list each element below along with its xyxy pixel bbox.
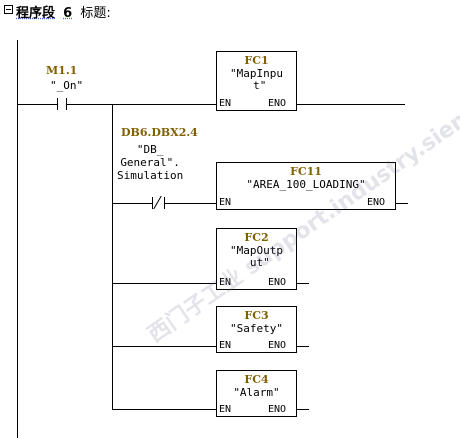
fc4-input-wire bbox=[112, 409, 216, 410]
fc1-output-wire bbox=[297, 104, 405, 105]
contact-m1-1-left-bar[interactable] bbox=[57, 98, 58, 110]
fc11-en-pin: EN bbox=[219, 197, 232, 208]
fc1-en-pin: EN bbox=[219, 98, 232, 109]
fc1-eno-pin: ENO bbox=[267, 98, 286, 109]
fc11-name: FC11 bbox=[290, 165, 322, 178]
contact-m1-1-symbol: "_On" bbox=[50, 79, 84, 92]
contact-db6-slash bbox=[153, 195, 162, 210]
branch-wire-vertical bbox=[112, 104, 113, 410]
watermark: 西门子工业 support.industry.siemens bbox=[143, 78, 460, 348]
power-rail bbox=[17, 40, 18, 438]
rung-wire-main-right bbox=[66, 104, 216, 105]
title-label: 标题: bbox=[80, 6, 111, 21]
fc2-en-pin: EN bbox=[219, 277, 232, 288]
db6-wire-left bbox=[112, 203, 152, 204]
network-word: 程序段 bbox=[16, 6, 56, 21]
fc4-block[interactable]: FC4 "Alarm" EN ENO bbox=[216, 370, 297, 417]
fc11-eno-pin: ENO bbox=[366, 197, 385, 208]
fc3-symbol: "Safety" bbox=[230, 322, 283, 335]
fc4-symbol: "Alarm" bbox=[233, 386, 280, 399]
contact-db6-left-bar[interactable] bbox=[152, 197, 153, 209]
collapse-icon[interactable] bbox=[4, 5, 13, 14]
fc4-output-wire bbox=[297, 409, 309, 410]
db6-wire-right bbox=[164, 203, 216, 204]
network-title[interactable]: 程序段 6 标题: bbox=[16, 2, 111, 21]
fc2-eno-pin: ENO bbox=[267, 277, 286, 288]
fc11-block[interactable]: FC11 "AREA_100_LOADING" EN ENO bbox=[216, 162, 396, 210]
fc11-output-wire bbox=[396, 203, 408, 204]
fc3-eno-pin: ENO bbox=[267, 340, 286, 351]
contact-db6-address: DB6.DBX2.4 bbox=[121, 126, 198, 139]
fc3-output-wire bbox=[297, 346, 309, 347]
contact-m1-1-address: M1.1 bbox=[46, 64, 78, 77]
fc3-name: FC3 bbox=[244, 309, 269, 322]
network-number: 6 bbox=[63, 6, 73, 21]
fc2-input-wire bbox=[112, 283, 216, 284]
fc3-block[interactable]: FC3 "Safety" EN ENO bbox=[216, 306, 297, 353]
fc11-symbol: "AREA_100_LOADING" bbox=[246, 178, 366, 191]
fc3-input-wire bbox=[112, 346, 216, 347]
fc4-name: FC4 bbox=[244, 373, 269, 386]
fc1-name: FC1 bbox=[244, 54, 269, 67]
fc3-en-pin: EN bbox=[219, 340, 232, 351]
fc2-block[interactable]: FC2 "MapOutp ut" EN ENO bbox=[216, 228, 297, 290]
contact-db6-symbol: "DB_ General". Simulation bbox=[117, 143, 184, 182]
fc1-symbol: "MapInpu t" bbox=[230, 67, 283, 92]
fc1-block[interactable]: FC1 "MapInpu t" EN ENO bbox=[216, 51, 297, 111]
fc4-en-pin: EN bbox=[219, 404, 232, 415]
fc2-symbol: "MapOutp ut" bbox=[230, 244, 283, 269]
fc4-eno-pin: ENO bbox=[267, 404, 286, 415]
fc2-output-wire bbox=[297, 283, 309, 284]
rung-wire-main-left bbox=[17, 104, 57, 105]
fc2-name: FC2 bbox=[244, 231, 269, 244]
